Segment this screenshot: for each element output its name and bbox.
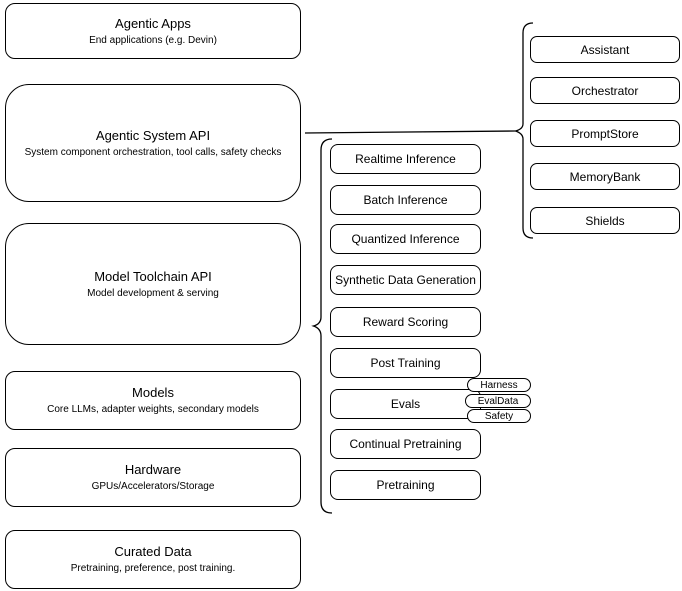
node-title: Models (132, 385, 174, 400)
node-subtitle: Pretraining, preference, post training. (70, 563, 236, 574)
pill-harness: Harness (467, 378, 531, 392)
node-curated-data: Curated Data Pretraining, preference, po… (5, 530, 301, 589)
node-subtitle: GPUs/Accelerators/Storage (91, 481, 215, 492)
node-memorybank: MemoryBank (530, 163, 680, 190)
node-title: Curated Data (114, 544, 192, 559)
node-evals: Evals (330, 389, 481, 419)
node-subtitle: Model development & serving (87, 287, 219, 299)
node-realtime-inference: Realtime Inference (330, 144, 481, 174)
node-pretraining: Pretraining (330, 470, 481, 500)
node-promptstore: PromptStore (530, 120, 680, 147)
node-batch-inference: Batch Inference (330, 185, 481, 215)
node-agentic-system-api: Agentic System API System component orch… (5, 84, 301, 202)
node-assistant: Assistant (530, 36, 680, 63)
node-agentic-apps: Agentic Apps End applications (e.g. Devi… (5, 3, 301, 59)
node-title: Model Toolchain API (94, 268, 212, 284)
node-shields: Shields (530, 207, 680, 234)
node-subtitle: End applications (e.g. Devin) (89, 34, 217, 46)
node-title: Agentic Apps (115, 15, 191, 31)
node-model-toolchain-api: Model Toolchain API Model development & … (5, 223, 301, 345)
node-title: Hardware (124, 462, 182, 477)
node-models: Models Core LLMs, adapter weights, secon… (5, 371, 301, 430)
node-title: Agentic System API (95, 127, 211, 143)
node-subtitle: System component orchestration, tool cal… (24, 146, 282, 158)
node-subtitle: Core LLMs, adapter weights, secondary mo… (47, 404, 259, 415)
node-reward-scoring: Reward Scoring (330, 307, 481, 337)
pill-evaldata: EvalData (465, 394, 531, 408)
node-hardware: Hardware GPUs/Accelerators/Storage (5, 448, 301, 507)
system-api-connector-line (304, 130, 516, 134)
node-post-training: Post Training (330, 348, 481, 378)
node-orchestrator: Orchestrator (530, 77, 680, 104)
node-quantized-inference: Quantized Inference (330, 224, 481, 254)
node-synthetic-data-generation: Synthetic Data Generation (330, 265, 481, 295)
node-continual-pretraining: Continual Pretraining (330, 429, 481, 459)
pill-safety: Safety (467, 409, 531, 423)
